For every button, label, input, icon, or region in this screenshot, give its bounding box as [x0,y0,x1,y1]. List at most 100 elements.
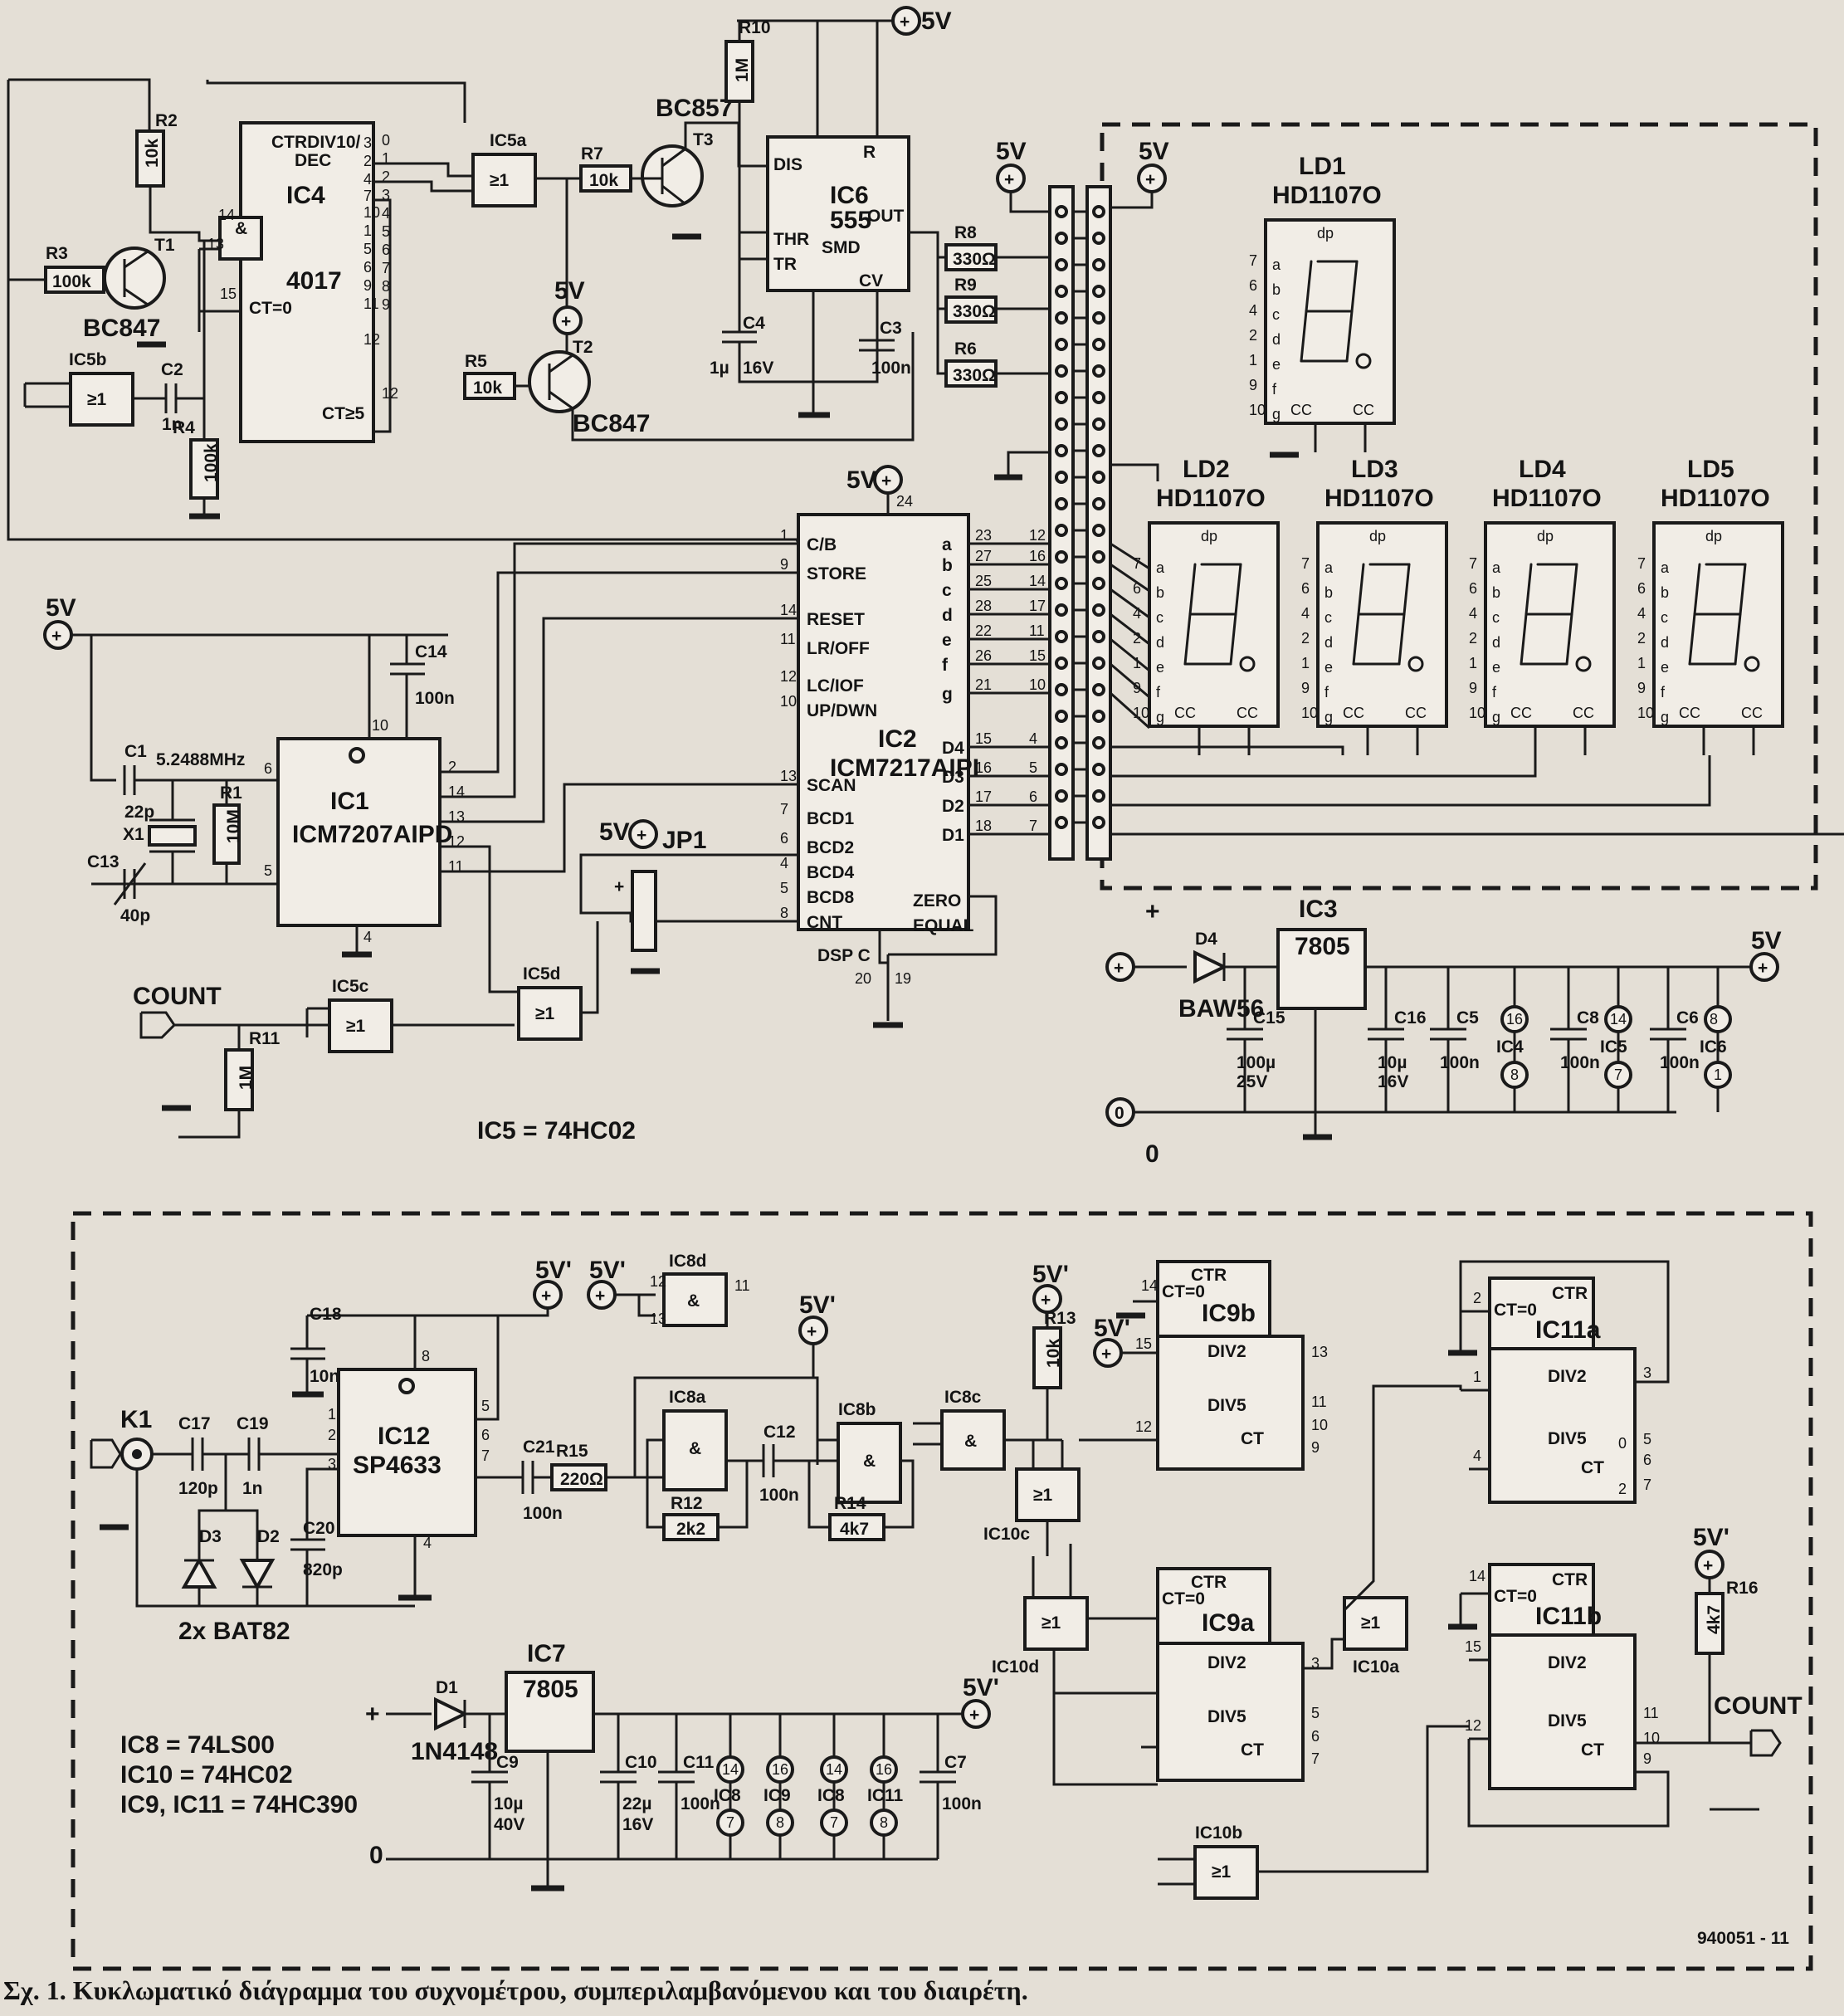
seg-cc2: CC [1353,402,1374,418]
r10-val: 1M [733,58,752,82]
seg-letter: g [1324,709,1333,725]
ic9-11-note: IC9, IC11 = 74HC390 [120,1791,358,1818]
d1-ref: D1 [436,1678,458,1697]
svg-text:2: 2 [1618,1481,1627,1497]
ic7-ref: IC7 [527,1640,566,1667]
display-segment [1234,563,1242,616]
svg-text:10: 10 [1311,1417,1328,1433]
svg-text:11: 11 [363,295,379,312]
ic5a-ref: IC5a [490,131,527,150]
c13-val: 40p [120,906,150,925]
seg-letter: c [1492,609,1500,626]
display-dp [1575,656,1592,672]
seg-cc2: CC [1237,705,1258,721]
ic9a-ctr: CTR [1191,1573,1227,1592]
r12-val: 2k2 [676,1520,705,1539]
ic8a-sym: & [689,1439,701,1458]
svg-text:5: 5 [382,223,390,240]
svg-text:13: 13 [780,768,797,784]
svg-text:23: 23 [975,527,992,544]
display-ref: LD3 [1351,456,1398,483]
ic9b-ref: IC9b [1202,1300,1256,1327]
ic6-555-box [766,135,910,292]
c19-val: 1n [242,1479,263,1498]
ic8a-ref: IC8a [669,1388,706,1407]
ic3-part: 7805 [1295,933,1350,960]
seg-letter: e [1156,659,1164,676]
svg-text:10: 10 [780,693,797,710]
display-part: HD1107O [1156,485,1266,512]
t2-supply: 5V [554,277,585,305]
svg-text:+: + [1758,959,1768,978]
k1-ref: K1 [120,1406,152,1433]
svg-text:17: 17 [1029,598,1046,614]
ps2-plus: + [365,1701,380,1728]
jp1-plus: + [614,877,624,896]
crystal-ref: X1 [123,825,144,844]
svg-text:4: 4 [1029,730,1037,747]
r4-ref: R4 [173,418,195,437]
ic5a-sym: ≥1 [490,171,510,190]
d3-ref: D3 [199,1527,222,1546]
svg-text:9: 9 [1249,377,1257,393]
svg-text:7: 7 [1301,555,1310,572]
svg-text:2: 2 [448,759,456,775]
ic9b-ct0: CT=0 [1162,1282,1205,1301]
ic2-pin-right: e [942,631,952,650]
svg-text:3: 3 [328,1456,336,1472]
seg-letter: e [1324,659,1333,676]
svg-text:7: 7 [780,801,788,818]
c19-ref: C19 [237,1414,269,1433]
svg-text:7: 7 [1133,555,1141,572]
svg-text:+: + [1703,1556,1713,1575]
svg-text:4: 4 [1637,605,1646,622]
r13-supply: 5V' [1032,1261,1069,1288]
seg-letter: g [1272,406,1281,422]
svg-text:3: 3 [363,134,372,151]
jumper-jp1 [631,870,657,952]
display-dp [1239,656,1256,672]
diode-d2 [239,1559,276,1591]
power-pin-top: 16 [1506,1011,1523,1028]
ic5c-sym: ≥1 [346,1017,366,1036]
ic6-pin-r: R [863,143,876,162]
svg-text:25: 25 [975,573,992,589]
ic2-pin-left: BCD8 [807,888,854,907]
svg-text:16: 16 [975,759,992,776]
ic8b-ref: IC8b [838,1400,876,1419]
svg-text:14: 14 [780,602,797,618]
svg-text:11: 11 [1643,1705,1659,1721]
svg-text:5: 5 [1643,1431,1651,1447]
ic9a-ct: CT [1241,1740,1264,1760]
ic2-pin-left: LR/OFF [807,639,870,658]
c20-val: 820p [303,1560,343,1579]
r7-ref: R7 [581,144,603,164]
display-segment [1188,563,1197,616]
display-segment [1403,563,1411,616]
c1-ref: C1 [124,742,147,761]
svg-text:4: 4 [363,171,372,188]
svg-text:11: 11 [1311,1394,1327,1410]
ic5-note: IC5 = 74HC02 [477,1117,636,1145]
svg-text:+: + [1041,1291,1051,1310]
ps-zero: 0 [1115,1104,1124,1123]
ic8-note: IC8 = 74LS00 [120,1731,275,1759]
resistor-r5 [463,372,516,400]
r9-val: 330Ω [953,302,996,321]
cap-val: 22µ [622,1794,651,1813]
seg-letter: b [1661,584,1669,601]
seg-dp-label: dp [1705,528,1722,544]
cap-ref: C6 [1676,1008,1699,1028]
seg-letter: a [1272,256,1281,273]
ic9a-div5: DIV5 [1207,1707,1246,1726]
